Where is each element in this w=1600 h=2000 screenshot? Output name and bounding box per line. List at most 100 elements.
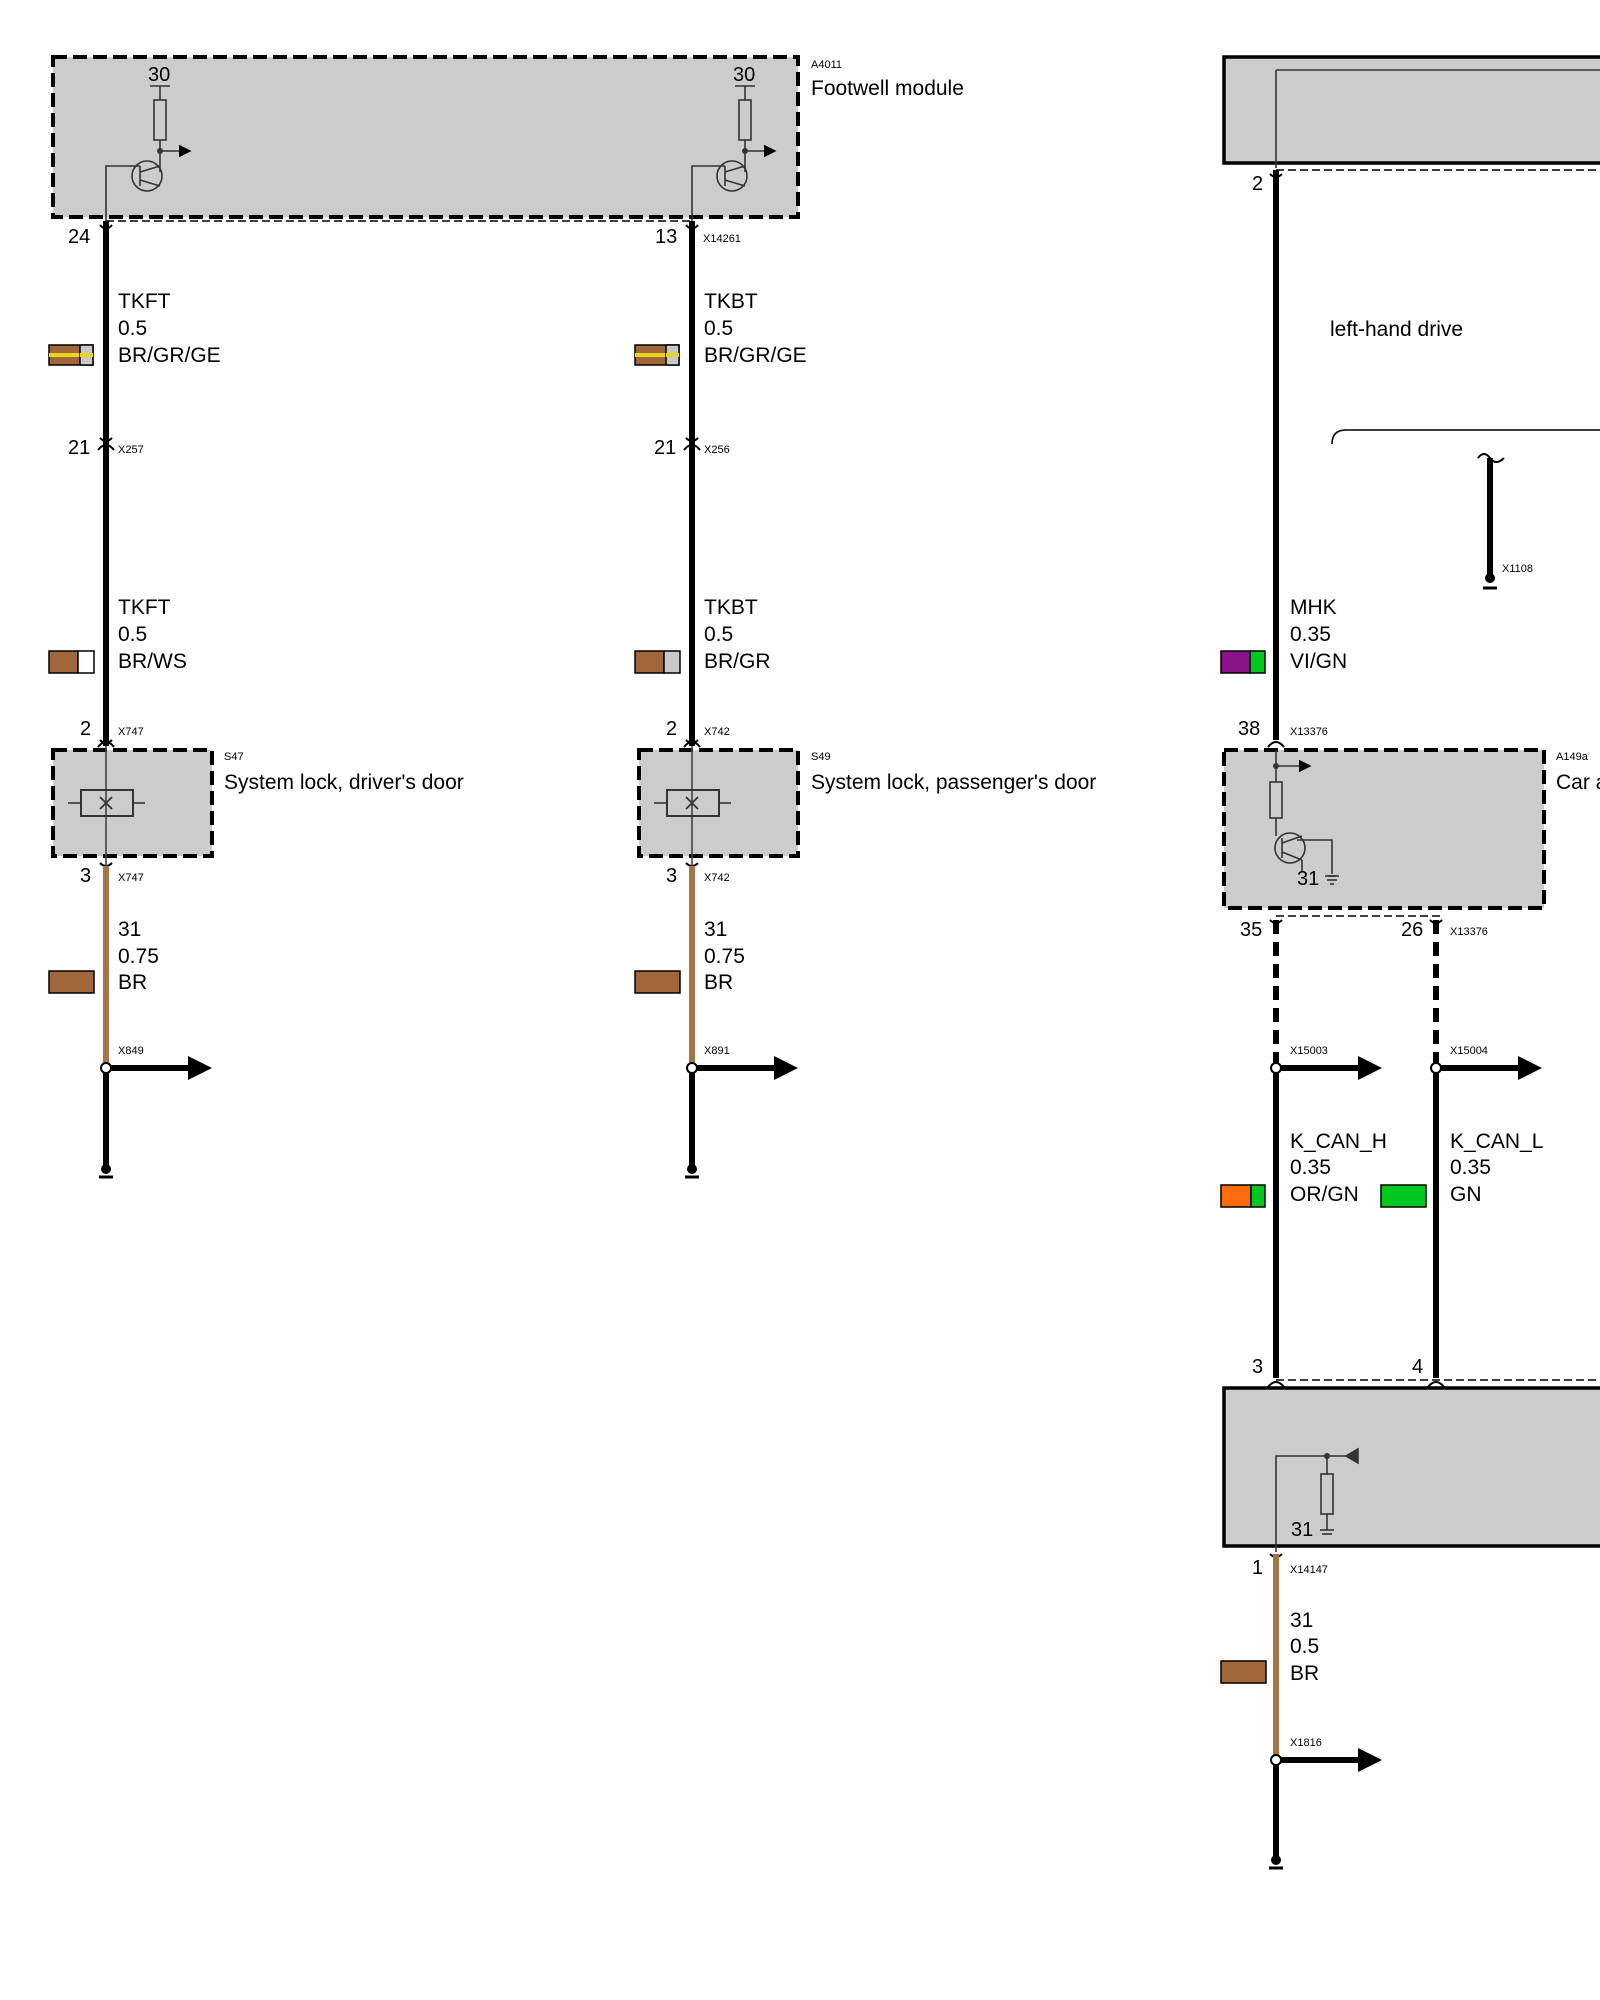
wire-signal: 31 [704,918,727,941]
wire-size: 0.5 [118,317,147,340]
wire-color-swatch [48,344,94,366]
wire-color: BR/GR/GE [704,344,807,367]
wire-color: BR/GR [704,650,771,673]
wire-size: 0.35 [1290,1156,1331,1179]
bracket [1331,429,1600,445]
wire-ground-s47[interactable] [99,866,212,1179]
connector-x742: X742 [704,726,730,738]
wire-ground-bottom[interactable] [1269,1553,1382,1870]
footwell-code: A4011 [811,59,842,71]
s47-code: S47 [224,751,244,763]
wire-signal: 31 [118,918,141,941]
wire-color-swatch [634,650,681,674]
car-access-module[interactable]: 31 [1222,748,1546,917]
connector-x742: X742 [704,872,730,884]
wire-signal: K_CAN_L [1450,1130,1543,1153]
pin-3: 3 [666,865,677,887]
wire-color: BR [1290,1662,1319,1685]
a149a-label: Car a [1556,771,1600,794]
wire-color: GN [1450,1183,1482,1206]
connector-x13376: X13376 [1450,926,1488,938]
pin-26: 26 [1401,919,1423,941]
wire-x1108-stub [1477,453,1505,590]
terminal-30-right: 30 [733,64,755,86]
arrow-right-icon [774,1056,798,1080]
pin-1: 1 [1252,1557,1263,1579]
s49-code: S49 [811,751,831,763]
connector-x747: X747 [118,726,144,738]
wire-k-can-l[interactable] [1429,919,1542,1378]
junction-dot [742,148,748,154]
pin-3: 3 [1252,1356,1263,1378]
pin-3: 3 [80,865,91,887]
ground-terminal-31: 31 [1291,1519,1313,1541]
wire-color: VI/GN [1290,650,1347,673]
connector-x14261: X14261 [703,233,741,245]
note-left-hand-drive: left-hand drive [1330,318,1463,341]
wire-mhk[interactable] [1267,170,1285,748]
bottom-right-module[interactable]: 31 [1222,1379,1600,1552]
wire-k-can-h[interactable] [1269,919,1382,1378]
transistor-icon [105,85,192,221]
wire-signal: K_CAN_H [1290,1130,1387,1153]
connector-x1108: X1108 [1502,563,1533,575]
wire-color: BR/GR/GE [118,344,221,367]
s49-label: System lock, passenger's door [811,771,1096,794]
wire-color-swatch [1220,1660,1267,1684]
connector-x257: X257 [118,444,144,456]
system-lock-driver[interactable] [51,746,214,866]
pin-24: 24 [68,226,90,248]
wire-color-swatch [48,650,95,674]
connector-x256: X256 [704,444,730,456]
footwell-label: Footwell module [811,77,964,100]
top-right-module[interactable] [1222,55,1600,171]
a149a-code: A149a [1556,751,1589,763]
arrow-right-icon [1358,1056,1382,1080]
wire-size: 0.35 [1290,623,1331,646]
wire-signal: TKFT [118,290,171,313]
wire-size: 0.5 [118,623,147,646]
wire-color: OR/GN [1290,1183,1359,1206]
system-lock-passenger[interactable] [637,746,800,866]
ground-terminal-31: 31 [1297,868,1319,890]
pin-2: 2 [80,718,91,740]
wire-color-swatch [634,344,680,366]
wire-color-swatch [1220,650,1266,674]
junction-dot [157,148,163,154]
connector-x891: X891 [704,1045,730,1057]
connector-x849: X849 [118,1045,144,1057]
wire-color-swatch [1380,1184,1427,1208]
wire-signal: TKBT [704,290,758,313]
wire-size: 0.5 [1290,1635,1319,1658]
connector-x747: X747 [118,872,144,884]
connector-x14147: X14147 [1290,1564,1328,1576]
wire-color-swatch [634,970,681,994]
wire-color: BR [704,971,733,994]
transistor-icon [691,85,777,221]
pin-2: 2 [1252,173,1263,195]
wire-signal: MHK [1290,596,1337,619]
connector-x15004: X15004 [1450,1045,1488,1057]
pin-4: 4 [1412,1356,1423,1378]
pin-21: 21 [68,437,90,459]
wire-signal: TKFT [118,596,171,619]
wire-signal: 31 [1290,1609,1313,1632]
pin-13: 13 [655,226,677,248]
wire-ground-s49[interactable] [685,866,798,1179]
wire-size: 0.5 [704,317,733,340]
connector-x13376: X13376 [1290,726,1328,738]
wire-size: 0.75 [704,945,745,968]
pin-21: 21 [654,437,676,459]
wire-size: 0.35 [1450,1156,1491,1179]
arrow-right-icon [1518,1056,1542,1080]
footwell-module[interactable]: 30 30 [51,55,800,222]
wire-size: 0.5 [704,623,733,646]
wire-signal: TKBT [704,596,758,619]
pin-35: 35 [1240,919,1262,941]
connector-x1816: X1816 [1290,1737,1322,1749]
arrow-right-icon [1358,1748,1382,1772]
wire-color: BR [118,971,147,994]
pin-2: 2 [666,718,677,740]
wire-size: 0.75 [118,945,159,968]
